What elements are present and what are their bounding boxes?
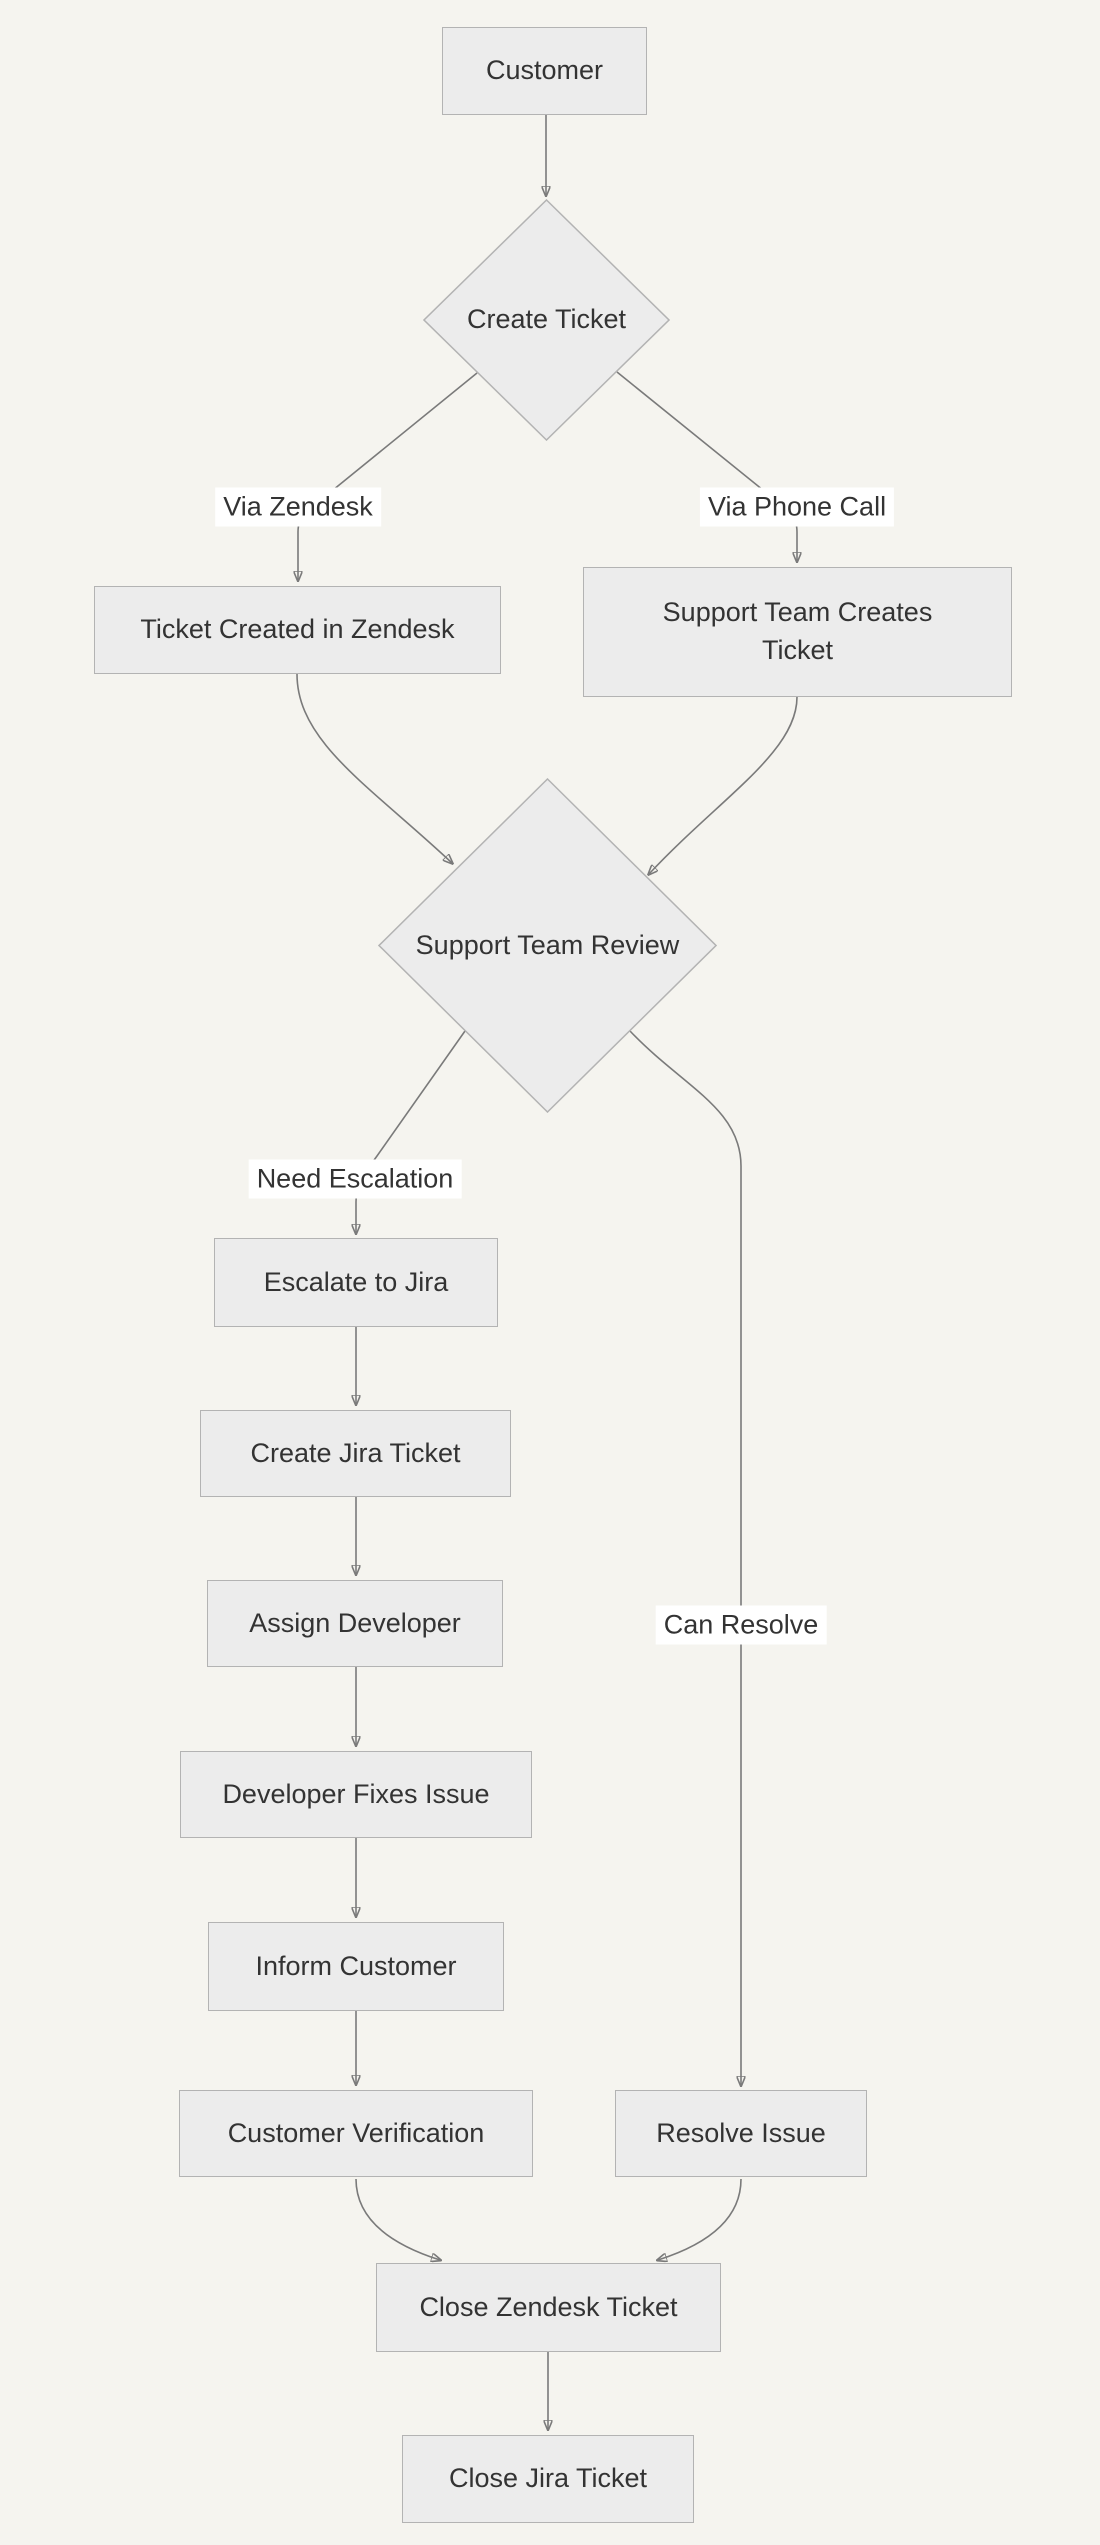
node-assign-developer: Assign Developer bbox=[207, 1580, 503, 1667]
edge-verification-to-close-zendesk bbox=[355, 2178, 440, 2260]
edge-review-to-resolve bbox=[629, 1030, 741, 2085]
node-support-creates-ticket: Support Team Creates Ticket bbox=[583, 567, 1012, 697]
node-close-jira: Close Jira Ticket bbox=[402, 2435, 694, 2523]
decision-create-ticket-label: Create Ticket bbox=[466, 304, 627, 335]
diamond-shape bbox=[378, 778, 717, 1113]
diamond-shape bbox=[423, 199, 670, 441]
node-inform-customer-label: Inform Customer bbox=[255, 1950, 457, 1981]
edge-resolve-to-close-zendesk bbox=[658, 2178, 742, 2260]
node-close-zendesk-label: Close Zendesk Ticket bbox=[419, 2291, 678, 2322]
decision-support-team-review: Support Team Review bbox=[378, 778, 717, 1113]
edge-phone-to-review bbox=[649, 696, 798, 874]
node-escalate-jira: Escalate to Jira bbox=[214, 1238, 498, 1327]
edge-label-need-escalation: Need Escalation bbox=[248, 1159, 462, 1199]
node-assign-developer-label: Assign Developer bbox=[249, 1607, 461, 1638]
node-inform-customer: Inform Customer bbox=[208, 1922, 504, 2011]
node-support-creates-ticket-label: Support Team Creates Ticket bbox=[662, 597, 933, 665]
node-close-zendesk: Close Zendesk Ticket bbox=[376, 2263, 721, 2352]
node-customer-label: Customer bbox=[485, 55, 604, 86]
node-resolve-issue: Resolve Issue bbox=[615, 2090, 867, 2177]
edge-label-via-phone-call: Via Phone Call bbox=[699, 487, 895, 527]
node-create-jira-ticket-label: Create Jira Ticket bbox=[250, 1437, 461, 1468]
decision-create-ticket: Create Ticket bbox=[423, 199, 670, 441]
edge-label-via-zendesk: Via Zendesk bbox=[215, 487, 381, 527]
node-customer: Customer bbox=[442, 27, 647, 115]
edge-zendesk-to-review bbox=[296, 673, 452, 863]
node-developer-fixes-label: Developer Fixes Issue bbox=[222, 1778, 490, 1809]
node-customer-verification-label: Customer Verification bbox=[227, 2117, 485, 2148]
node-customer-verification: Customer Verification bbox=[179, 2090, 533, 2177]
node-close-jira-label: Close Jira Ticket bbox=[448, 2463, 648, 2494]
node-create-jira-ticket: Create Jira Ticket bbox=[200, 1410, 511, 1497]
edge-label-can-resolve: Can Resolve bbox=[655, 1605, 827, 1645]
decision-support-team-review-label: Support Team Review bbox=[415, 929, 680, 960]
node-escalate-jira-label: Escalate to Jira bbox=[263, 1266, 449, 1297]
node-ticket-created-zendesk-label: Ticket Created in Zendesk bbox=[140, 614, 455, 645]
node-resolve-issue-label: Resolve Issue bbox=[656, 2117, 826, 2148]
node-ticket-created-zendesk: Ticket Created in Zendesk bbox=[94, 586, 501, 674]
node-developer-fixes: Developer Fixes Issue bbox=[180, 1751, 532, 1838]
